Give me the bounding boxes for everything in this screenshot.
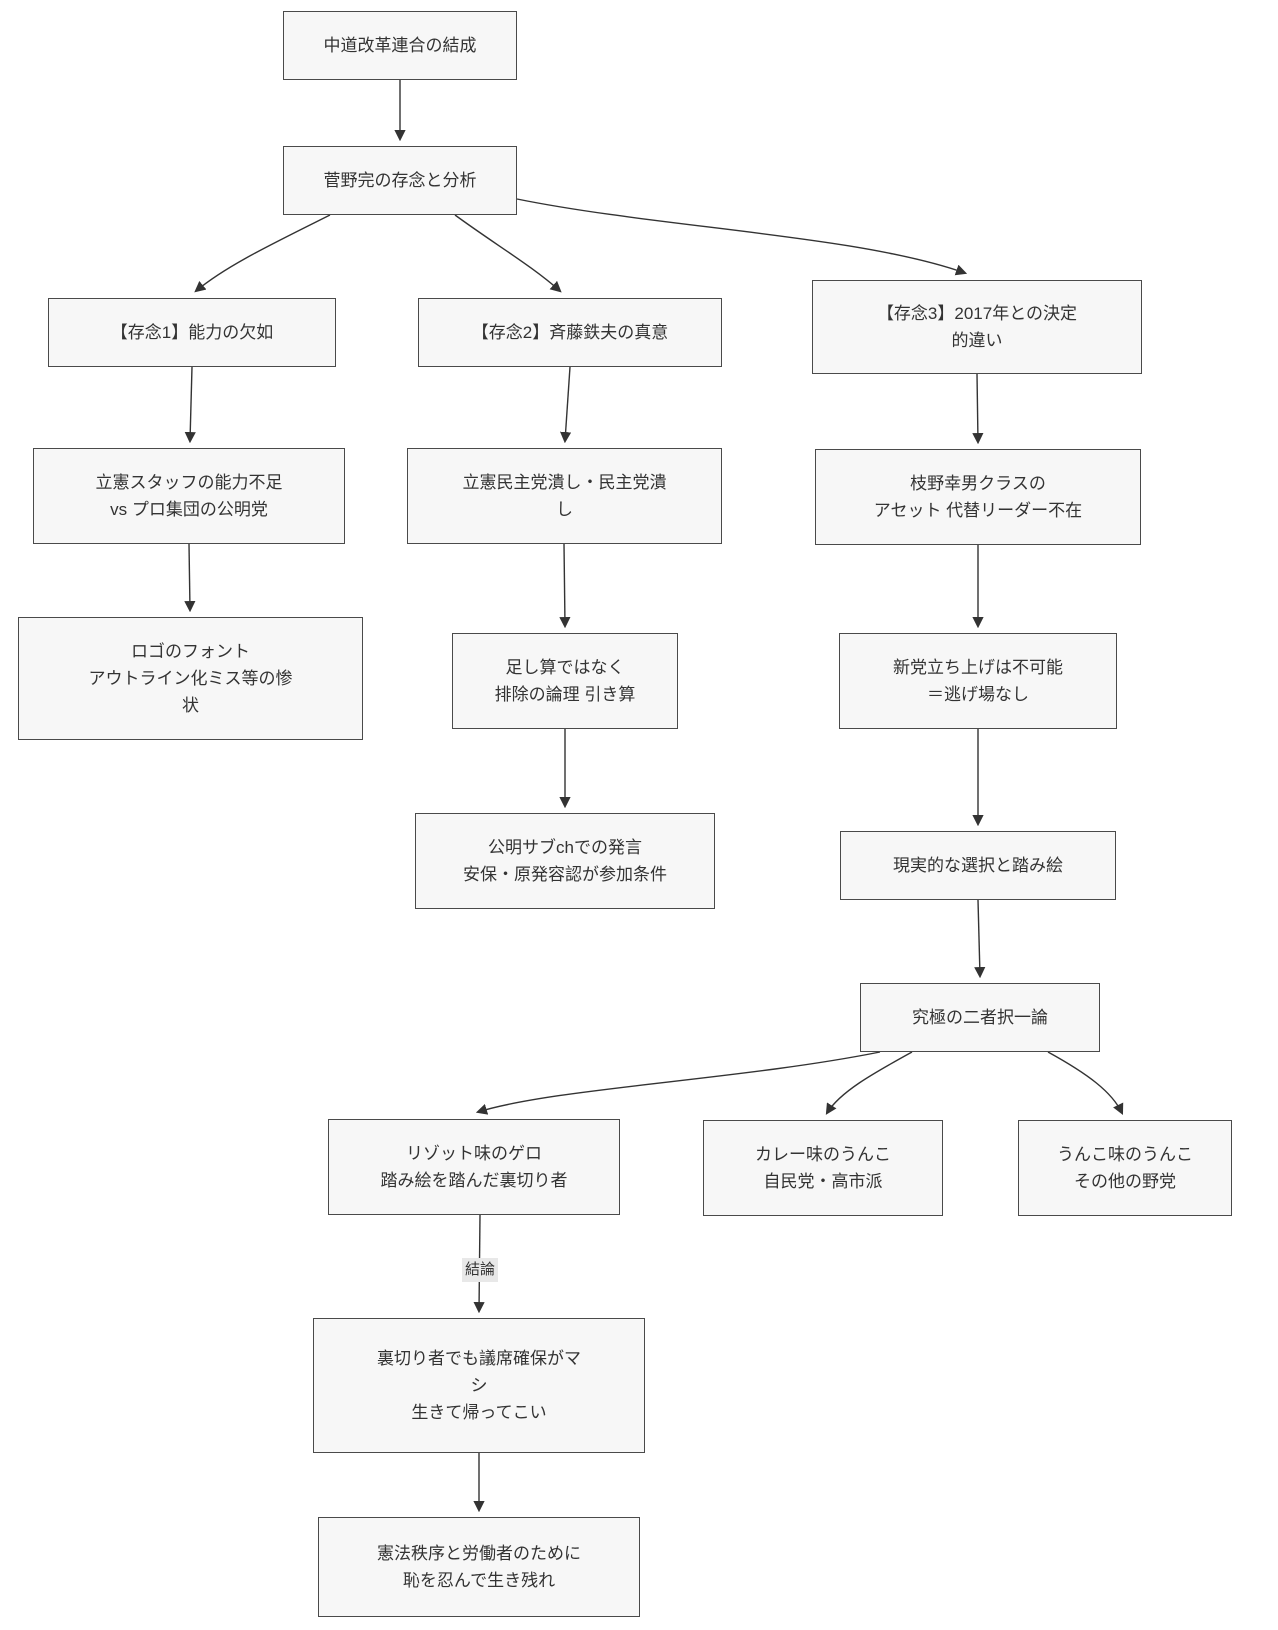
- edge-n-o: [475, 1051, 881, 1115]
- edge-d-h: [560, 366, 572, 444]
- edge-n-q: [1047, 1051, 1124, 1116]
- edge-f-g: [184, 543, 196, 613]
- node-traitor-keep-seat: 裏切り者でも議席確保がマ シ 生きて帰ってこい: [313, 1318, 645, 1453]
- edge-b-d: [454, 214, 562, 293]
- node-coalition-formation: 中道改革連合の結成: [283, 11, 517, 80]
- edge-m-n: [974, 899, 986, 979]
- node-sugano-analysis: 菅野完の存念と分析: [283, 146, 517, 215]
- node-ultimate-dilemma: 究極の二者択一論: [860, 983, 1100, 1052]
- node-risotto-vomit-traitor: リゾット味のゲロ 踏み絵を踏んだ裏切り者: [328, 1119, 620, 1215]
- node-komei-subchannel-remark: 公明サブchでの発言 安保・原発容認が参加条件: [415, 813, 715, 909]
- edge-b-c: [194, 214, 331, 293]
- node-curry-ldp-takaichi: カレー味のうんこ 自民党・高市派: [703, 1120, 943, 1216]
- node-staff-incompetence: 立憲スタッフの能力不足 vs プロ集団の公明党: [33, 448, 345, 544]
- node-concern1-lack-of-ability: 【存念1】能力の欠如: [48, 298, 336, 367]
- node-subtraction-logic: 足し算ではなく 排除の論理 引き算: [452, 633, 678, 729]
- node-realistic-choice: 現実的な選択と踏み絵: [840, 831, 1116, 900]
- edge-e-k: [972, 373, 984, 445]
- node-survive-for-constitution: 憲法秩序と労働者のために 恥を忍んで生き残れ: [318, 1517, 640, 1617]
- edge-c-f: [184, 366, 196, 444]
- edge-label-conclusion: 結論: [462, 1258, 499, 1282]
- node-no-new-party: 新党立ち上げは不可能 ＝逃げ場なし: [839, 633, 1117, 729]
- node-crush-cdp: 立憲民主党潰し・民主党潰 し: [407, 448, 722, 544]
- edge-n-p: [825, 1051, 913, 1115]
- node-logo-font-disaster: ロゴのフォント アウトライン化ミス等の惨 状: [18, 617, 363, 740]
- node-concern3-2017-difference: 【存念3】2017年との決定 的違い: [812, 280, 1142, 374]
- edge-b-e: [516, 198, 968, 276]
- node-edano-asset: 枝野幸男クラスの アセット 代替リーダー不在: [815, 449, 1141, 545]
- edge-h-i: [559, 543, 571, 629]
- node-other-opposition: うんこ味のうんこ その他の野党: [1018, 1120, 1232, 1216]
- node-concern2-saito-intent: 【存念2】斉藤鉄夫の真意: [418, 298, 722, 367]
